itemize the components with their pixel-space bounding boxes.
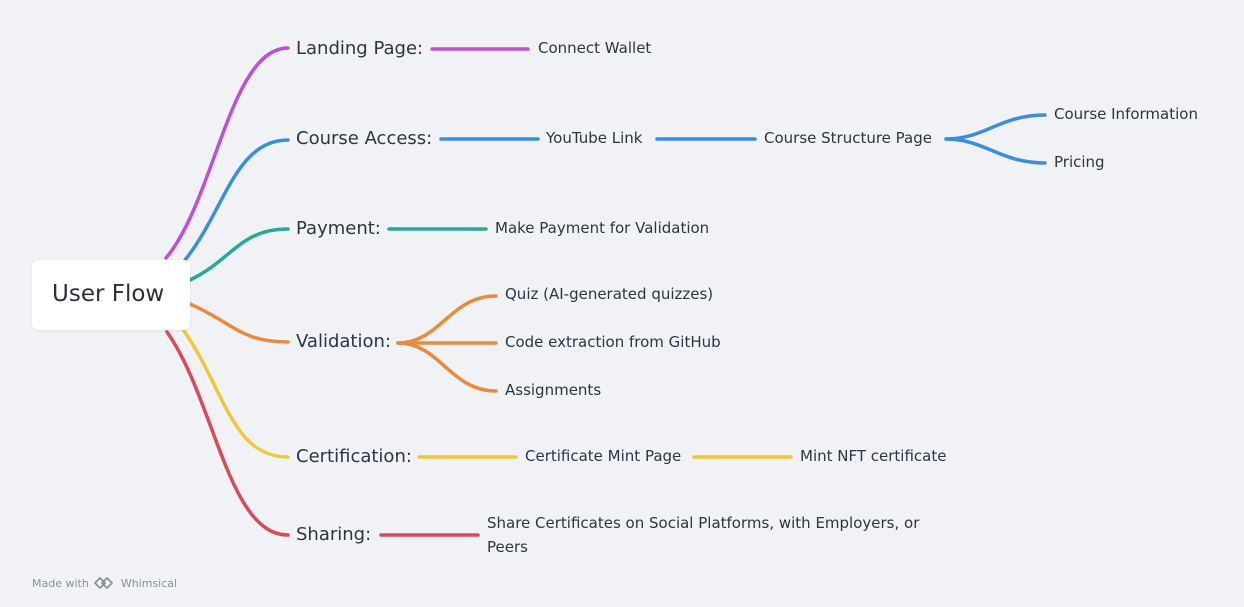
edge-structure-info — [944, 113, 1047, 141]
whimsical-logo-icon — [93, 577, 113, 589]
node-course-access[interactable]: Course Access: — [296, 128, 433, 149]
node-assignments[interactable]: Assignments — [505, 381, 602, 399]
node-course-information[interactable]: Course Information — [1054, 105, 1198, 123]
node-certificate-mint-page[interactable]: Certificate Mint Page — [525, 447, 682, 465]
node-make-payment[interactable]: Make Payment for Validation — [495, 219, 710, 237]
root-node-label: User Flow — [52, 281, 165, 307]
made-with-footer[interactable]: Made with Whimsical — [32, 576, 177, 590]
edge-root-certification — [182, 329, 290, 459]
node-payment[interactable]: Payment: — [296, 218, 381, 239]
node-landing-page[interactable]: Landing Page: — [296, 38, 424, 59]
node-mint-nft-certificate[interactable]: Mint NFT certificate — [800, 447, 947, 465]
node-course-structure-page[interactable]: Course Structure Page — [764, 129, 932, 147]
edge-root-course — [183, 138, 290, 262]
node-youtube-link[interactable]: YouTube Link — [546, 129, 643, 147]
node-sharing[interactable]: Sharing: — [296, 524, 372, 545]
edge-root-validation — [188, 302, 290, 344]
edge-validation-quiz — [396, 294, 498, 345]
node-pricing[interactable]: Pricing — [1054, 153, 1105, 171]
edge-validation-assign — [396, 341, 498, 393]
edge-root-payment — [188, 227, 290, 282]
node-quiz[interactable]: Quiz (AI-generated quizzes) — [505, 285, 714, 303]
made-with-text: Made with — [32, 576, 89, 590]
root-node[interactable]: User Flow — [32, 260, 190, 330]
node-code-extraction[interactable]: Code extraction from GitHub — [505, 333, 721, 351]
edge-root-landing — [164, 46, 290, 260]
edge-root-sharing — [165, 330, 290, 537]
node-validation[interactable]: Validation: — [296, 331, 391, 352]
node-connect-wallet[interactable]: Connect Wallet — [538, 39, 652, 57]
node-share-certificates[interactable]: Share Certificates on Social Platforms, … — [487, 514, 920, 556]
edge-structure-pricing — [944, 137, 1047, 165]
whimsical-brand-text: Whimsical — [120, 576, 178, 590]
node-certification[interactable]: Certification: — [296, 446, 412, 467]
